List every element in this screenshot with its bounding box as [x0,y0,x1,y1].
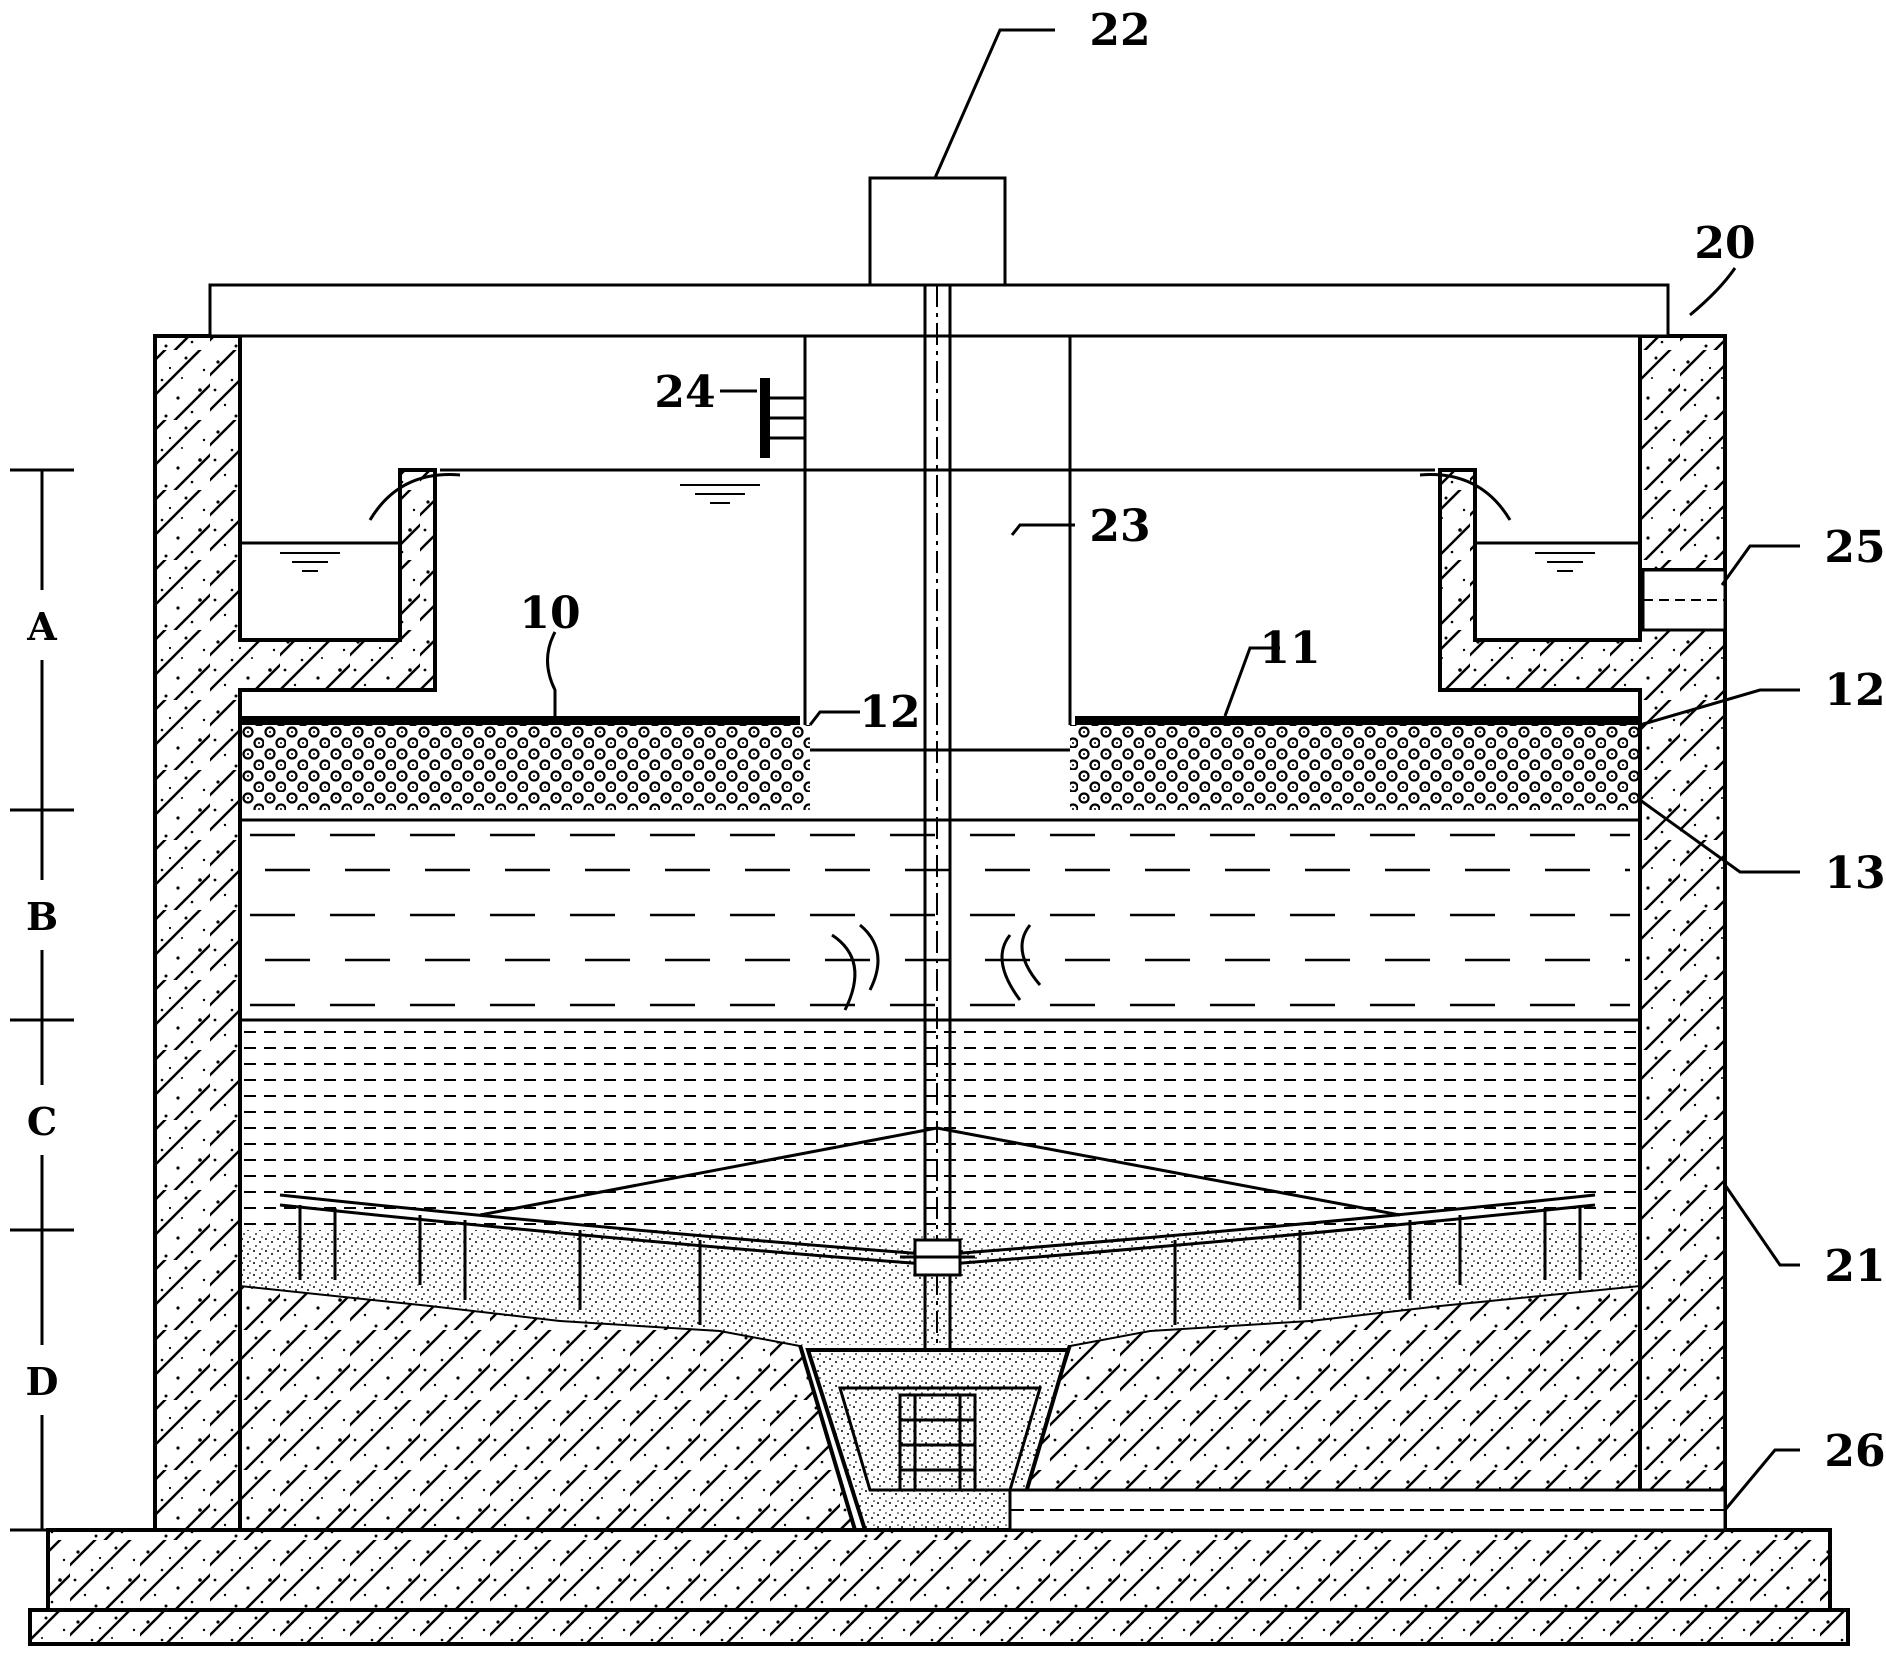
central-shaft [923,285,952,1350]
label-12-right: 12 [1824,665,1885,716]
label-10: 10 [519,588,580,639]
shaft-bottom-scraper [898,1393,977,1492]
rake-teeth [298,1205,1582,1325]
water-level-symbol-left [280,552,340,572]
sensor-24 [760,378,805,458]
leader-lines [546,28,1800,1511]
foundation-slab [46,1528,1832,1612]
water-level-symbol-right [1535,552,1595,572]
tank-wall-left [153,334,437,1532]
label-25: 25 [1824,522,1885,573]
label-13: 13 [1824,848,1885,899]
filter-media-right [1070,725,1640,810]
foundation-base [28,1608,1850,1646]
label-20: 20 [1694,218,1755,269]
bridge-beam [208,283,1670,338]
zone-label-b: B [26,894,58,939]
zone-label-d: D [26,1359,59,1404]
concentration-zone-c [240,1020,1640,1230]
perforated-plate-11 [1075,716,1640,725]
clarification-zone-b [250,833,1630,1007]
label-12-left: 12 [859,687,920,738]
perforated-plate-10 [240,716,800,725]
label-26: 26 [1824,1426,1885,1477]
label-23: 23 [1089,501,1150,552]
zone-label-a: A [26,604,57,649]
drive-unit [868,176,1007,287]
water-level-symbol-center [680,484,760,504]
sludge-layer-d [240,1230,1640,1345]
label-21: 21 [1824,1241,1885,1292]
label-11: 11 [1259,623,1320,674]
zone-label-c: C [27,1099,57,1144]
filter-media-left [240,725,810,810]
label-22: 22 [1089,5,1150,56]
rake-arm-assembly [279,1126,1596,1277]
label-24: 24 [654,367,715,418]
